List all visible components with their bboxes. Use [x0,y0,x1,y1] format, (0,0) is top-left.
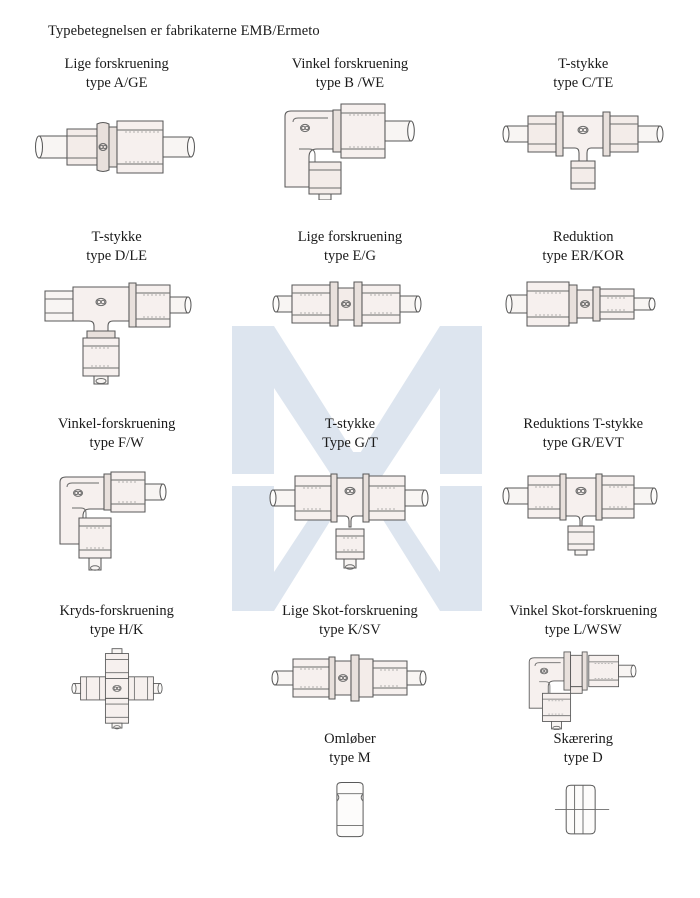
fitting-vinkel-forskruening-f-w: Vinkel-forskruening type F/W [0,415,233,602]
fitting-name-line2: Type G/T [322,435,378,452]
fitting-lige-forskruening-e-g: Lige forskruening type E/G [233,228,466,415]
reducer-drawing [505,281,656,327]
fitting-t-stykke-c-te: T-stykke type C/TE [467,55,700,228]
fitting-name-line1: Vinkel-forskruening [57,416,176,432]
fitting-t-stykke-g-t: T-stykke Type G/T [233,415,466,602]
fitting-vinkel-skot-forskruening-l-wsw: Vinkel Skot-forskruening type L/WSW [467,602,700,730]
fitting-caption: Omløber type M [324,730,376,768]
fitting-name-line2: type A/GE [85,75,148,92]
fittings-row-5: Omløber type M Skærering type D [0,730,700,850]
fitting-name-line1: Skærering [553,731,614,747]
fitting-name-line1: Vinkel Skot-forskruening [509,603,658,619]
fitting-caption: Vinkel-forskruening type F/W [58,415,176,453]
tee-down-drawing [502,111,664,190]
fittings-grid: Lige forskruening type A/GE [0,55,700,850]
fitting-caption: Reduktion type ER/KOR [542,228,624,266]
fitting-caption: Vinkel Skot-forskruening type L/WSW [509,602,657,640]
fitting-name-line1: Vinkel forskruening [291,56,409,72]
fitting-vinkel-forskruening-b-we: Vinkel forskruening type B /WE [233,55,466,228]
fitting-name-line2: type D/LE [86,248,148,265]
fitting-name-line2: type ER/KOR [542,248,625,265]
fitting-name-line1: Kryds-forskruening [59,603,174,619]
elbow-union-drawing [284,103,415,201]
fitting-omloeber-m: Omløber type M [233,730,466,850]
fitting-name-line2: type GR/EVT [542,435,624,452]
fitting-caption: Vinkel forskruening type B /WE [292,55,408,93]
fitting-name-line1: Omløber [324,731,376,747]
fittings-row-1: Lige forskruening type A/GE [0,55,700,228]
fitting-caption: Lige forskruening type A/GE [65,55,169,93]
fitting-lige-forskruening-a-ge: Lige forskruening type A/GE [0,55,233,228]
bulkhead-elbow-drawing [529,651,637,730]
fitting-name-line2: type C/TE [553,75,614,92]
nut-drawing [336,782,364,838]
fitting-skaerering-d: Skærering type D [467,730,700,850]
fitting-caption: T-stykke Type G/T [322,415,378,453]
fitting-name-line2: type E/G [323,248,376,265]
fitting-name-line2: type M [329,750,371,767]
fittings-row-2: T-stykke type D/LE [0,228,700,415]
fitting-name-line1: T-stykke [324,416,376,432]
straight-union-drawing [35,120,196,174]
fitting-kryds-forskruening-h-k: Kryds-forskruening type H/K [0,602,233,730]
fitting-name-line2: type H/K [89,622,144,639]
fitting-t-stykke-d-le: T-stykke type D/LE [0,228,233,415]
fitting-name-line1: Lige forskruening [64,56,169,72]
fittings-row-3: Vinkel-forskruening type F/W [0,415,700,602]
tee-corner-drawing [44,282,192,385]
fitting-caption: T-stykke type D/LE [86,228,147,266]
fitting-caption: T-stykke type C/TE [553,55,613,93]
fitting-reduktions-t-stykke-gr-evt: Reduktions T-stykke type GR/EVT [467,415,700,602]
fitting-caption: Skærering type D [553,730,613,768]
tee-reducing-drawing [502,473,658,556]
fitting-caption: Reduktions T-stykke type GR/EVT [523,415,643,453]
cutting-ring-drawing [555,785,610,835]
fitting-name-line1: Reduktions T-stykke [523,416,644,432]
fitting-name-line1: Lige forskruening [297,229,403,245]
fitting-name-line2: type F/W [89,435,144,452]
fitting-name-line2: type B /WE [315,75,385,92]
elbow-union-small-drawing [59,471,167,571]
cross-drawing [71,648,163,730]
fitting-name-line2: type L/WSW [544,622,622,639]
tee-down-wide-drawing [269,473,429,570]
fitting-name-line1: T-stykke [558,56,609,72]
fitting-name-line1: T-stykke [91,229,142,245]
page-title: Typebetegnelsen er fabrikaterne EMB/Erme… [48,23,320,39]
fitting-caption: Lige forskruening type E/G [298,228,402,266]
fitting-lige-skot-forskruening-k-sv: Lige Skot-forskruening type K/SV [233,602,466,730]
fitting-name-line1: Lige Skot-forskruening [282,603,418,619]
fitting-name-line2: type K/SV [319,622,381,639]
fitting-caption: Kryds-forskruening type H/K [59,602,173,640]
fitting-caption: Lige Skot-forskruening type K/SV [282,602,418,640]
fittings-row-4: Kryds-forskruening type H/K [0,602,700,730]
bulkhead-straight-drawing [271,654,427,702]
fitting-name-line1: Reduktion [553,229,614,245]
fitting-name-line2: type D [563,750,603,767]
straight-coupling-drawing [272,281,422,327]
fitting-reduktion-er-kor: Reduktion type ER/KOR [467,228,700,415]
